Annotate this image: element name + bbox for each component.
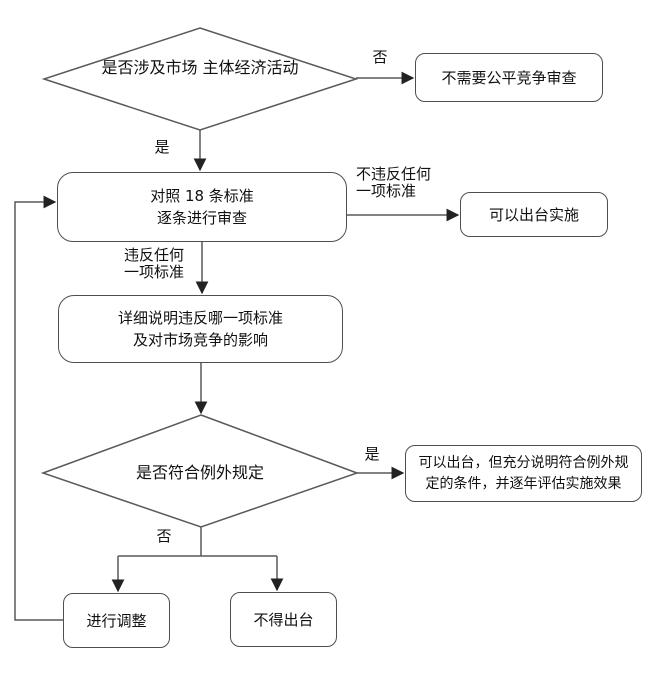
- edge-label-no-1: 否: [372, 48, 388, 66]
- node-can-implement: 可以出台实施: [460, 192, 608, 237]
- node-explain-violation: 详细说明违反哪一项标准 及对市场竞争的影响: [58, 295, 343, 363]
- node-review-line1: 对照 18 条标准: [150, 187, 254, 205]
- decision-market-line2: 主体经济活动: [202, 58, 299, 77]
- decision-market-activity: 是否涉及市场 主体经济活动: [100, 56, 300, 79]
- node-explain-line2: 及对市场竞争的影响: [132, 331, 268, 349]
- node-no-review-needed: 不需要公平竞争审查: [415, 53, 603, 102]
- edge-label-violate-line2: 一项标准: [123, 263, 184, 281]
- edge-label-yes-1: 是: [154, 138, 170, 156]
- edge-label-not-violate-line2: 一项标准: [356, 182, 417, 200]
- decision-market-line1: 是否涉及市场: [101, 58, 198, 77]
- node-conditional-line2: 定的条件，并逐年评估实施效果: [425, 475, 622, 492]
- edge-label-violate-line1: 违反任何: [123, 246, 184, 264]
- node-review-18-standards: 对照 18 条标准 逐条进行审查: [57, 172, 347, 242]
- node-explain-line1: 详细说明违反哪一项标准: [117, 309, 283, 327]
- edge-label-not-violate: 不违反任何 一项标准: [356, 166, 436, 200]
- edge-label-not-violate-line1: 不违反任何: [356, 165, 432, 183]
- node-must-not-release: 不得出台: [230, 592, 337, 647]
- node-review-line2: 逐条进行审查: [156, 209, 247, 227]
- decision-market-diamond: [41, 27, 359, 131]
- node-can-implement-label: 可以出台实施: [488, 205, 579, 224]
- edge-label-yes-2: 是: [364, 445, 380, 463]
- line-d2-no-split: [118, 527, 277, 557]
- node-adjust-label: 进行调整: [86, 611, 147, 630]
- arrow-adjust-feedback-loop: [14, 195, 63, 621]
- edge-label-no-2: 否: [156, 527, 172, 545]
- node-no-release-label: 不得出台: [253, 610, 314, 629]
- node-no-review-label: 不需要公平竞争审查: [441, 68, 577, 87]
- node-conditional-line1: 可以出台，但充分说明符合例外规: [418, 454, 629, 471]
- edge-label-violate: 违反任何 一项标准: [118, 247, 190, 281]
- node-implement-with-conditions: 可以出台，但充分说明符合例外规 定的条件，并逐年评估实施效果: [405, 445, 642, 502]
- node-make-adjustment: 进行调整: [63, 593, 170, 648]
- decision-exception-label: 是否符合例外规定: [135, 463, 264, 482]
- decision-exception-rule: 是否符合例外规定: [80, 461, 320, 484]
